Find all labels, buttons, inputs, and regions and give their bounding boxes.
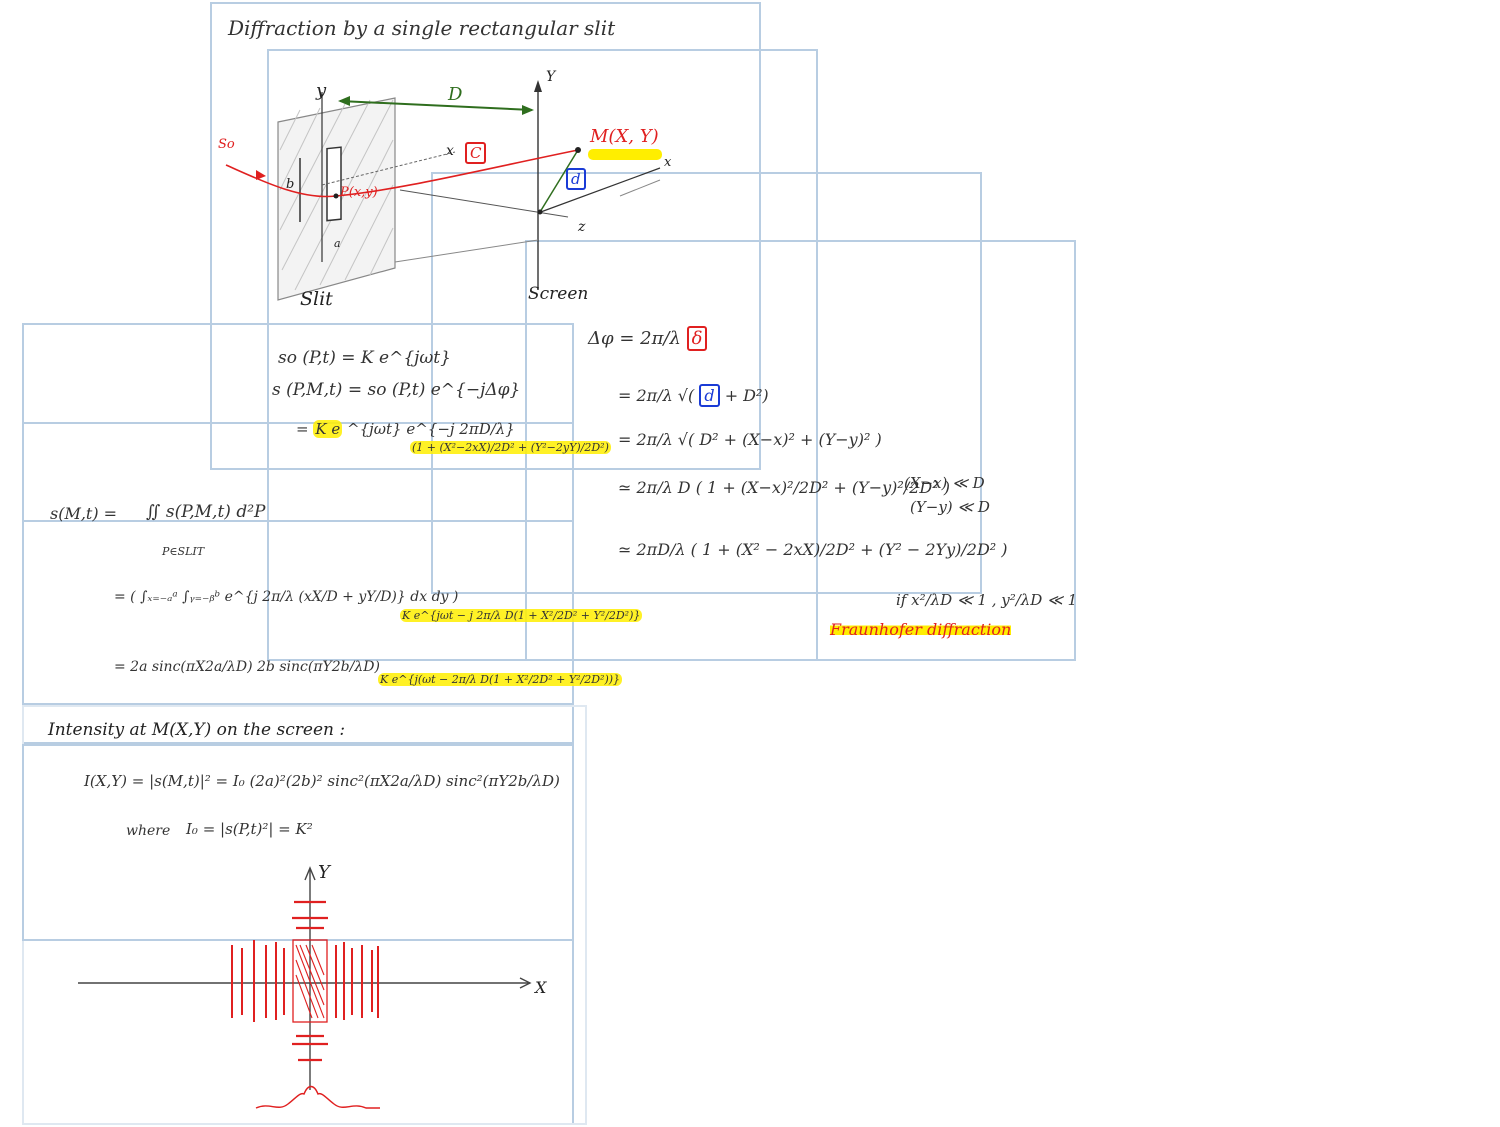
source-eq-3-prefix: = xyxy=(296,420,309,438)
source-eq-2: s (P,M,t) = so (P,t) e^{−jΔφ} xyxy=(272,380,521,400)
box-d-label: d xyxy=(566,168,586,190)
fraunhofer-label: Fraunhofer diffraction xyxy=(830,620,1012,639)
fraunhofer-condition: if x²/λD ≪ 1 , y²/λD ≪ 1 xyxy=(896,591,1078,609)
slit-label: Slit xyxy=(300,288,333,310)
intensity-where: where xyxy=(126,823,171,839)
integral-lhs: s(M,t) = xyxy=(50,504,118,523)
integral-line-2-highlight: K e^{jωt − j 2π/λ D(1 + X²/2D² + Y²/2D²)… xyxy=(400,609,643,622)
source-eq-3-hl: (1 + (X²−2xX)/2D² + (Y²−2yY)/2D²) xyxy=(410,441,611,454)
box-c-label: C xyxy=(465,142,487,164)
phase-cond-2: (Y−y) ≪ D xyxy=(910,498,990,516)
phase-rhs: 2π/λ xyxy=(640,328,681,349)
source-eq-1: so (P,t) = K e^{jωt} xyxy=(278,348,451,368)
screen-label: Screen xyxy=(528,284,589,304)
phase-line-1: Δφ = 2π/λ δ xyxy=(588,326,708,351)
phase-lhs: Δφ = xyxy=(588,328,635,349)
box-delta: δ xyxy=(686,326,708,351)
page-title: Diffraction by a single rectangular slit xyxy=(228,16,616,40)
box-d-inline: d xyxy=(699,384,720,407)
phase-line-2: = 2π/λ √( d + D²) xyxy=(618,384,769,407)
intensity-io-def: I₀ = |s(P,t)²| = K² xyxy=(186,820,313,838)
integral-line-2-hl: K e^{jωt − j 2π/λ D(1 + X²/2D² + Y²/2D²)… xyxy=(400,609,643,622)
box-c: C xyxy=(465,142,487,164)
source-eq-3-highlight: (1 + (X²−2xX)/2D² + (Y²−2yY)/2D²) xyxy=(410,441,611,454)
plot-axis-y-label: Y xyxy=(318,862,330,883)
integral-domain: P∈SLIT xyxy=(162,545,205,558)
integral-line-3: = 2a sinc(πX2a/λD) 2b sinc(πY2b/λD) xyxy=(114,659,380,675)
source-eq-3: = K e ^{jωt} e^{−j 2πD/λ} xyxy=(296,420,515,438)
frame-phase-a xyxy=(431,172,982,594)
integral-line-2: = ( ∫ₓ₌₋ₐᵃ ∫ᵧ₌₋ᵦᵇ e^{j 2π/λ (xX/D + yY/D… xyxy=(114,589,459,605)
intensity-heading: Intensity at M(X,Y) on the screen : xyxy=(48,720,346,740)
phase-line-2-a: = 2π/λ √( xyxy=(618,386,695,405)
point-m-label: M(X, Y) xyxy=(590,126,659,147)
half-width-a-label: a xyxy=(334,237,341,250)
phase-line-2-b: + D²) xyxy=(724,386,769,405)
phase-line-4: ≃ 2π/λ D ( 1 + (X−x)²/2D² + (Y−y)²/2D² ) xyxy=(618,478,950,497)
intensity-formula: I(X,Y) = |s(M,t)|² = I₀ (2a)²(2b)² sinc²… xyxy=(84,772,560,790)
slit-axis-y-label: y xyxy=(316,80,327,101)
fraunhofer-text: Fraunhofer diffraction xyxy=(830,620,1012,639)
integral-line-3-hl: K e^{j(ωt − 2π/λ D(1 + X²/2D² + Y²/2D²))… xyxy=(378,673,623,686)
source-eq-3-k: K e xyxy=(313,420,343,438)
box-d: d xyxy=(566,168,586,190)
z-axis-label: z xyxy=(578,219,586,235)
integral-line-3-highlight: K e^{j(ωt − 2π/λ D(1 + X²/2D² + Y²/2D²))… xyxy=(378,673,623,686)
screen-axis-y-label: Y xyxy=(546,69,556,85)
integral-integrand: ∬ s(P,M,t) d²P xyxy=(146,502,266,522)
point-p-label: P(x,y) xyxy=(340,185,378,200)
slit-axis-x-label: x xyxy=(446,143,454,159)
source-eq-3-mid: ^{jωt} e^{−j 2πD/λ} xyxy=(347,420,515,438)
plot-axis-x-label: X xyxy=(535,978,547,997)
frame-title xyxy=(210,2,761,470)
phase-cond-1: (X−x) ≪ D xyxy=(904,474,985,492)
screen-axis-x-label: x xyxy=(664,155,672,170)
distance-label: D xyxy=(448,84,463,105)
phase-line-3: = 2π/λ √( D² + (X−x)² + (Y−y)² ) xyxy=(618,430,882,449)
phase-line-5: ≃ 2πD/λ ( 1 + (X² − 2xX)/2D² + (Y² − 2Yy… xyxy=(618,540,1008,559)
source-label: So xyxy=(218,137,235,152)
half-width-b-label: b xyxy=(286,177,295,192)
